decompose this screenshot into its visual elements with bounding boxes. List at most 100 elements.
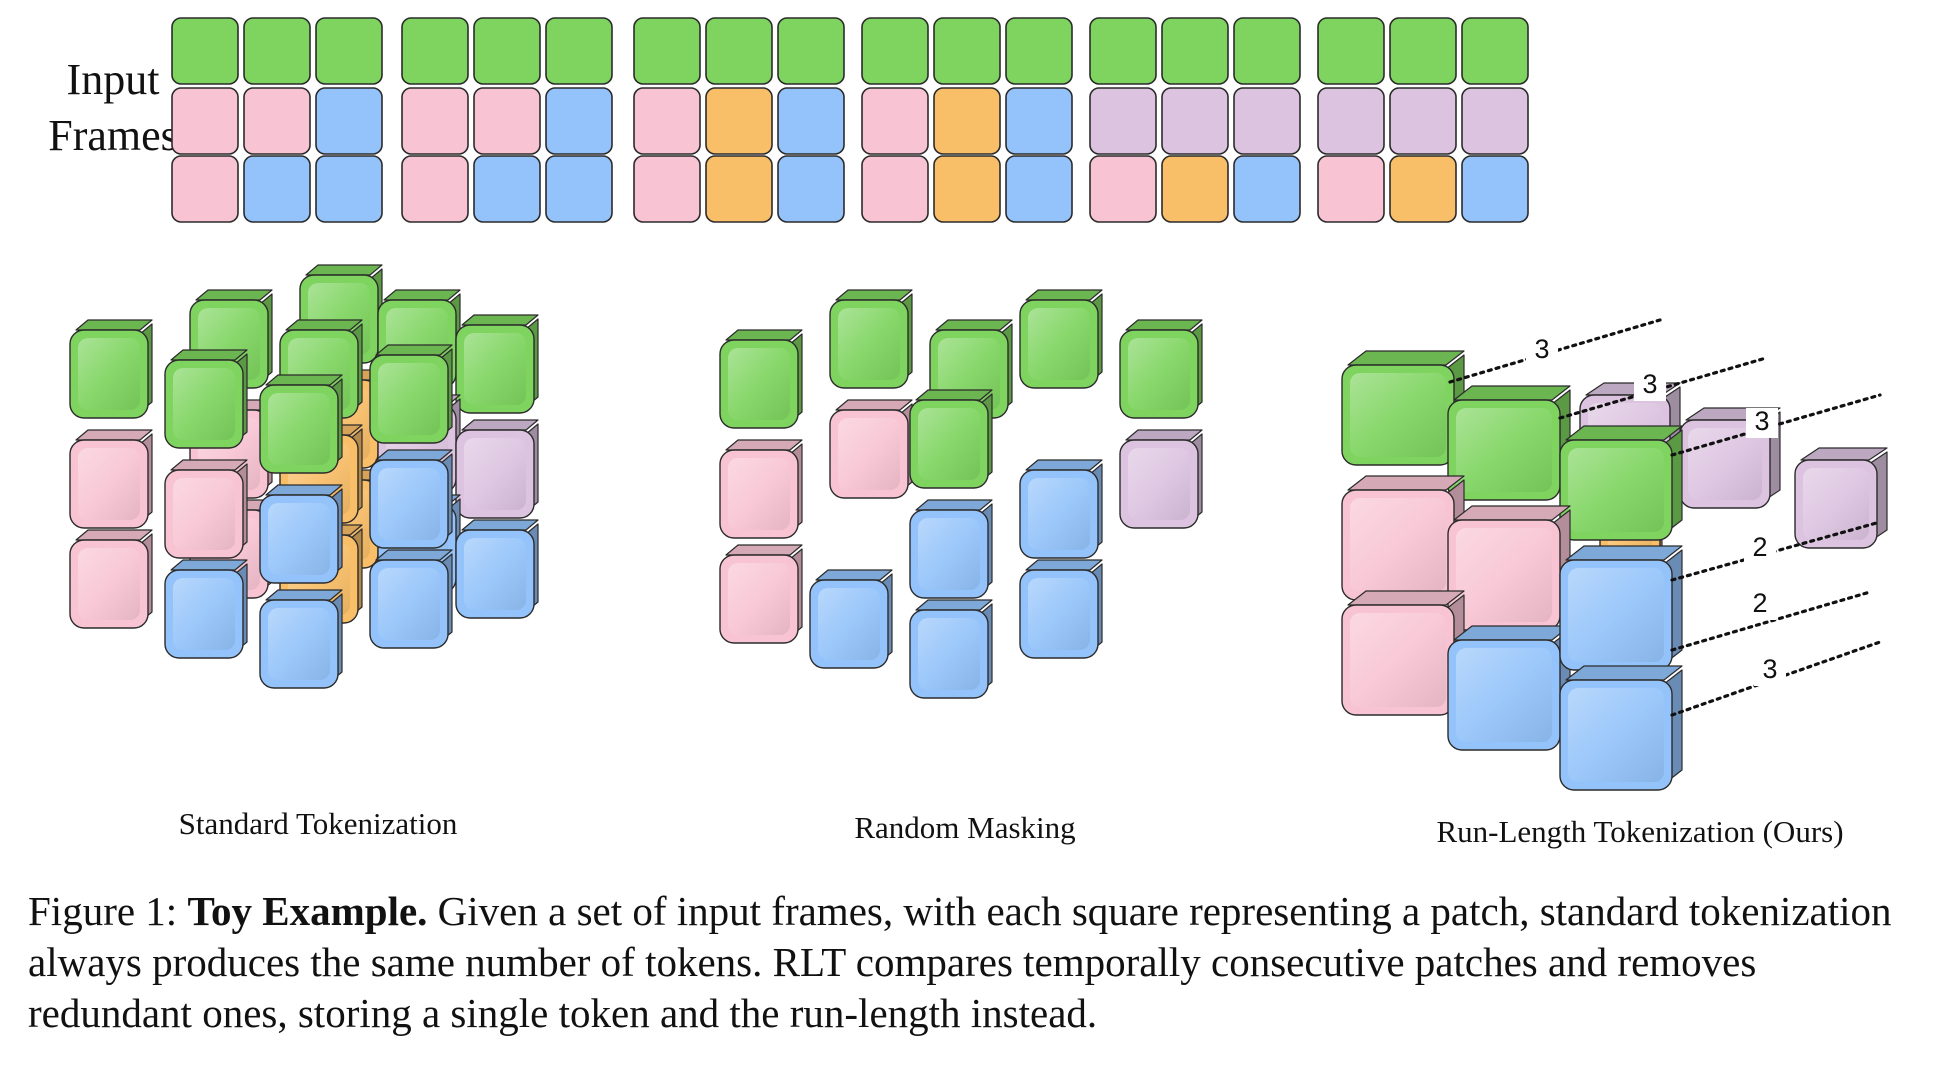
token-purple [1794, 447, 1888, 549]
token-pink [719, 544, 803, 644]
token-green [369, 344, 453, 444]
input-label-line-1: Input [67, 55, 160, 104]
patch-green [633, 17, 701, 85]
input-frame-4 [861, 17, 1073, 223]
patch-pink [1317, 155, 1385, 223]
token-green [1119, 319, 1203, 419]
token-green [1447, 385, 1571, 501]
token-pink [829, 399, 913, 499]
patch-blue [1461, 155, 1529, 223]
patch-orange [705, 87, 773, 155]
input-frame-6 [1317, 17, 1529, 223]
caption-body: Given a set of input frames, with each s… [28, 888, 1892, 1036]
token-purple [455, 419, 539, 519]
patch-blue [473, 155, 541, 223]
patch-blue [315, 155, 383, 223]
run-length-tokenization-label: Run-Length Tokenization (Ours) [1436, 814, 1843, 849]
random-masking-cube [719, 289, 1203, 699]
input-label-line-2: Frames [48, 111, 178, 160]
patch-pink [243, 87, 311, 155]
patch-blue [777, 87, 845, 155]
random-masking-label: Random Masking [854, 810, 1075, 845]
token-blue [259, 484, 343, 584]
patch-green [545, 17, 613, 85]
patch-blue [777, 155, 845, 223]
patch-purple [1317, 87, 1385, 155]
patch-pink [861, 87, 929, 155]
token-pink [719, 439, 803, 539]
token-blue [1559, 665, 1683, 791]
run-length-line-5: 2 [1670, 588, 1872, 652]
token-pink [164, 459, 248, 559]
patch-pink [171, 87, 239, 155]
patch-green [777, 17, 845, 85]
token-green [909, 389, 993, 489]
standard-tokenization-label: Standard Tokenization [179, 806, 458, 841]
input-frame-1 [171, 17, 383, 223]
patch-purple [1389, 87, 1457, 155]
token-pink [69, 429, 153, 529]
token-pink [1341, 590, 1465, 716]
run-length-value: 2 [1752, 588, 1767, 618]
token-blue [259, 589, 343, 689]
run-length-line-2: 3 [1558, 356, 1768, 420]
patch-orange [1161, 155, 1229, 223]
patch-pink [633, 87, 701, 155]
token-blue [909, 499, 993, 599]
patch-blue [315, 87, 383, 155]
input-frames-grid [171, 17, 1529, 223]
token-green [1341, 350, 1465, 466]
token-blue [455, 519, 539, 619]
patch-orange [705, 155, 773, 223]
run-length-tokenization-cube [1341, 350, 1888, 791]
standard-tokenization-cube [69, 264, 539, 689]
run-length-value: 3 [1762, 654, 1777, 684]
patch-pink [171, 155, 239, 223]
input-frames-label: Input Frames [48, 55, 178, 160]
patch-blue [545, 155, 613, 223]
patch-orange [1389, 155, 1457, 223]
run-length-line-6: 3 [1670, 640, 1882, 717]
patch-blue [1233, 155, 1301, 223]
run-length-value: 3 [1642, 369, 1657, 399]
token-pink [69, 529, 153, 629]
token-pink [1447, 505, 1571, 631]
token-green [1559, 425, 1683, 541]
token-blue [909, 599, 993, 699]
patch-orange [933, 87, 1001, 155]
patch-green [705, 17, 773, 85]
run-length-value: 3 [1754, 406, 1769, 436]
token-blue [164, 559, 248, 659]
patch-green [315, 17, 383, 85]
token-green [259, 374, 343, 474]
token-green [719, 329, 803, 429]
caption-title: Toy Example. [187, 888, 428, 934]
patch-pink [473, 87, 541, 155]
patch-green [473, 17, 541, 85]
patch-purple [1161, 87, 1229, 155]
patch-green [1389, 17, 1457, 85]
patch-green [401, 17, 469, 85]
token-blue [1559, 545, 1683, 671]
patch-pink [633, 155, 701, 223]
patch-green [1005, 17, 1073, 85]
patch-orange [933, 155, 1001, 223]
patch-blue [545, 87, 613, 155]
patch-blue [1005, 155, 1073, 223]
token-blue [1019, 559, 1103, 659]
run-length-line-3: 3 [1670, 393, 1882, 457]
token-green [69, 319, 153, 419]
patch-green [243, 17, 311, 85]
patch-green [933, 17, 1001, 85]
patch-green [1317, 17, 1385, 85]
caption-prefix: Figure 1: [28, 888, 188, 934]
token-blue [369, 549, 453, 649]
patch-purple [1089, 87, 1157, 155]
token-green [164, 349, 248, 449]
token-purple [1119, 429, 1203, 529]
input-frame-3 [633, 17, 845, 223]
patch-purple [1461, 87, 1529, 155]
token-green [929, 319, 1013, 419]
